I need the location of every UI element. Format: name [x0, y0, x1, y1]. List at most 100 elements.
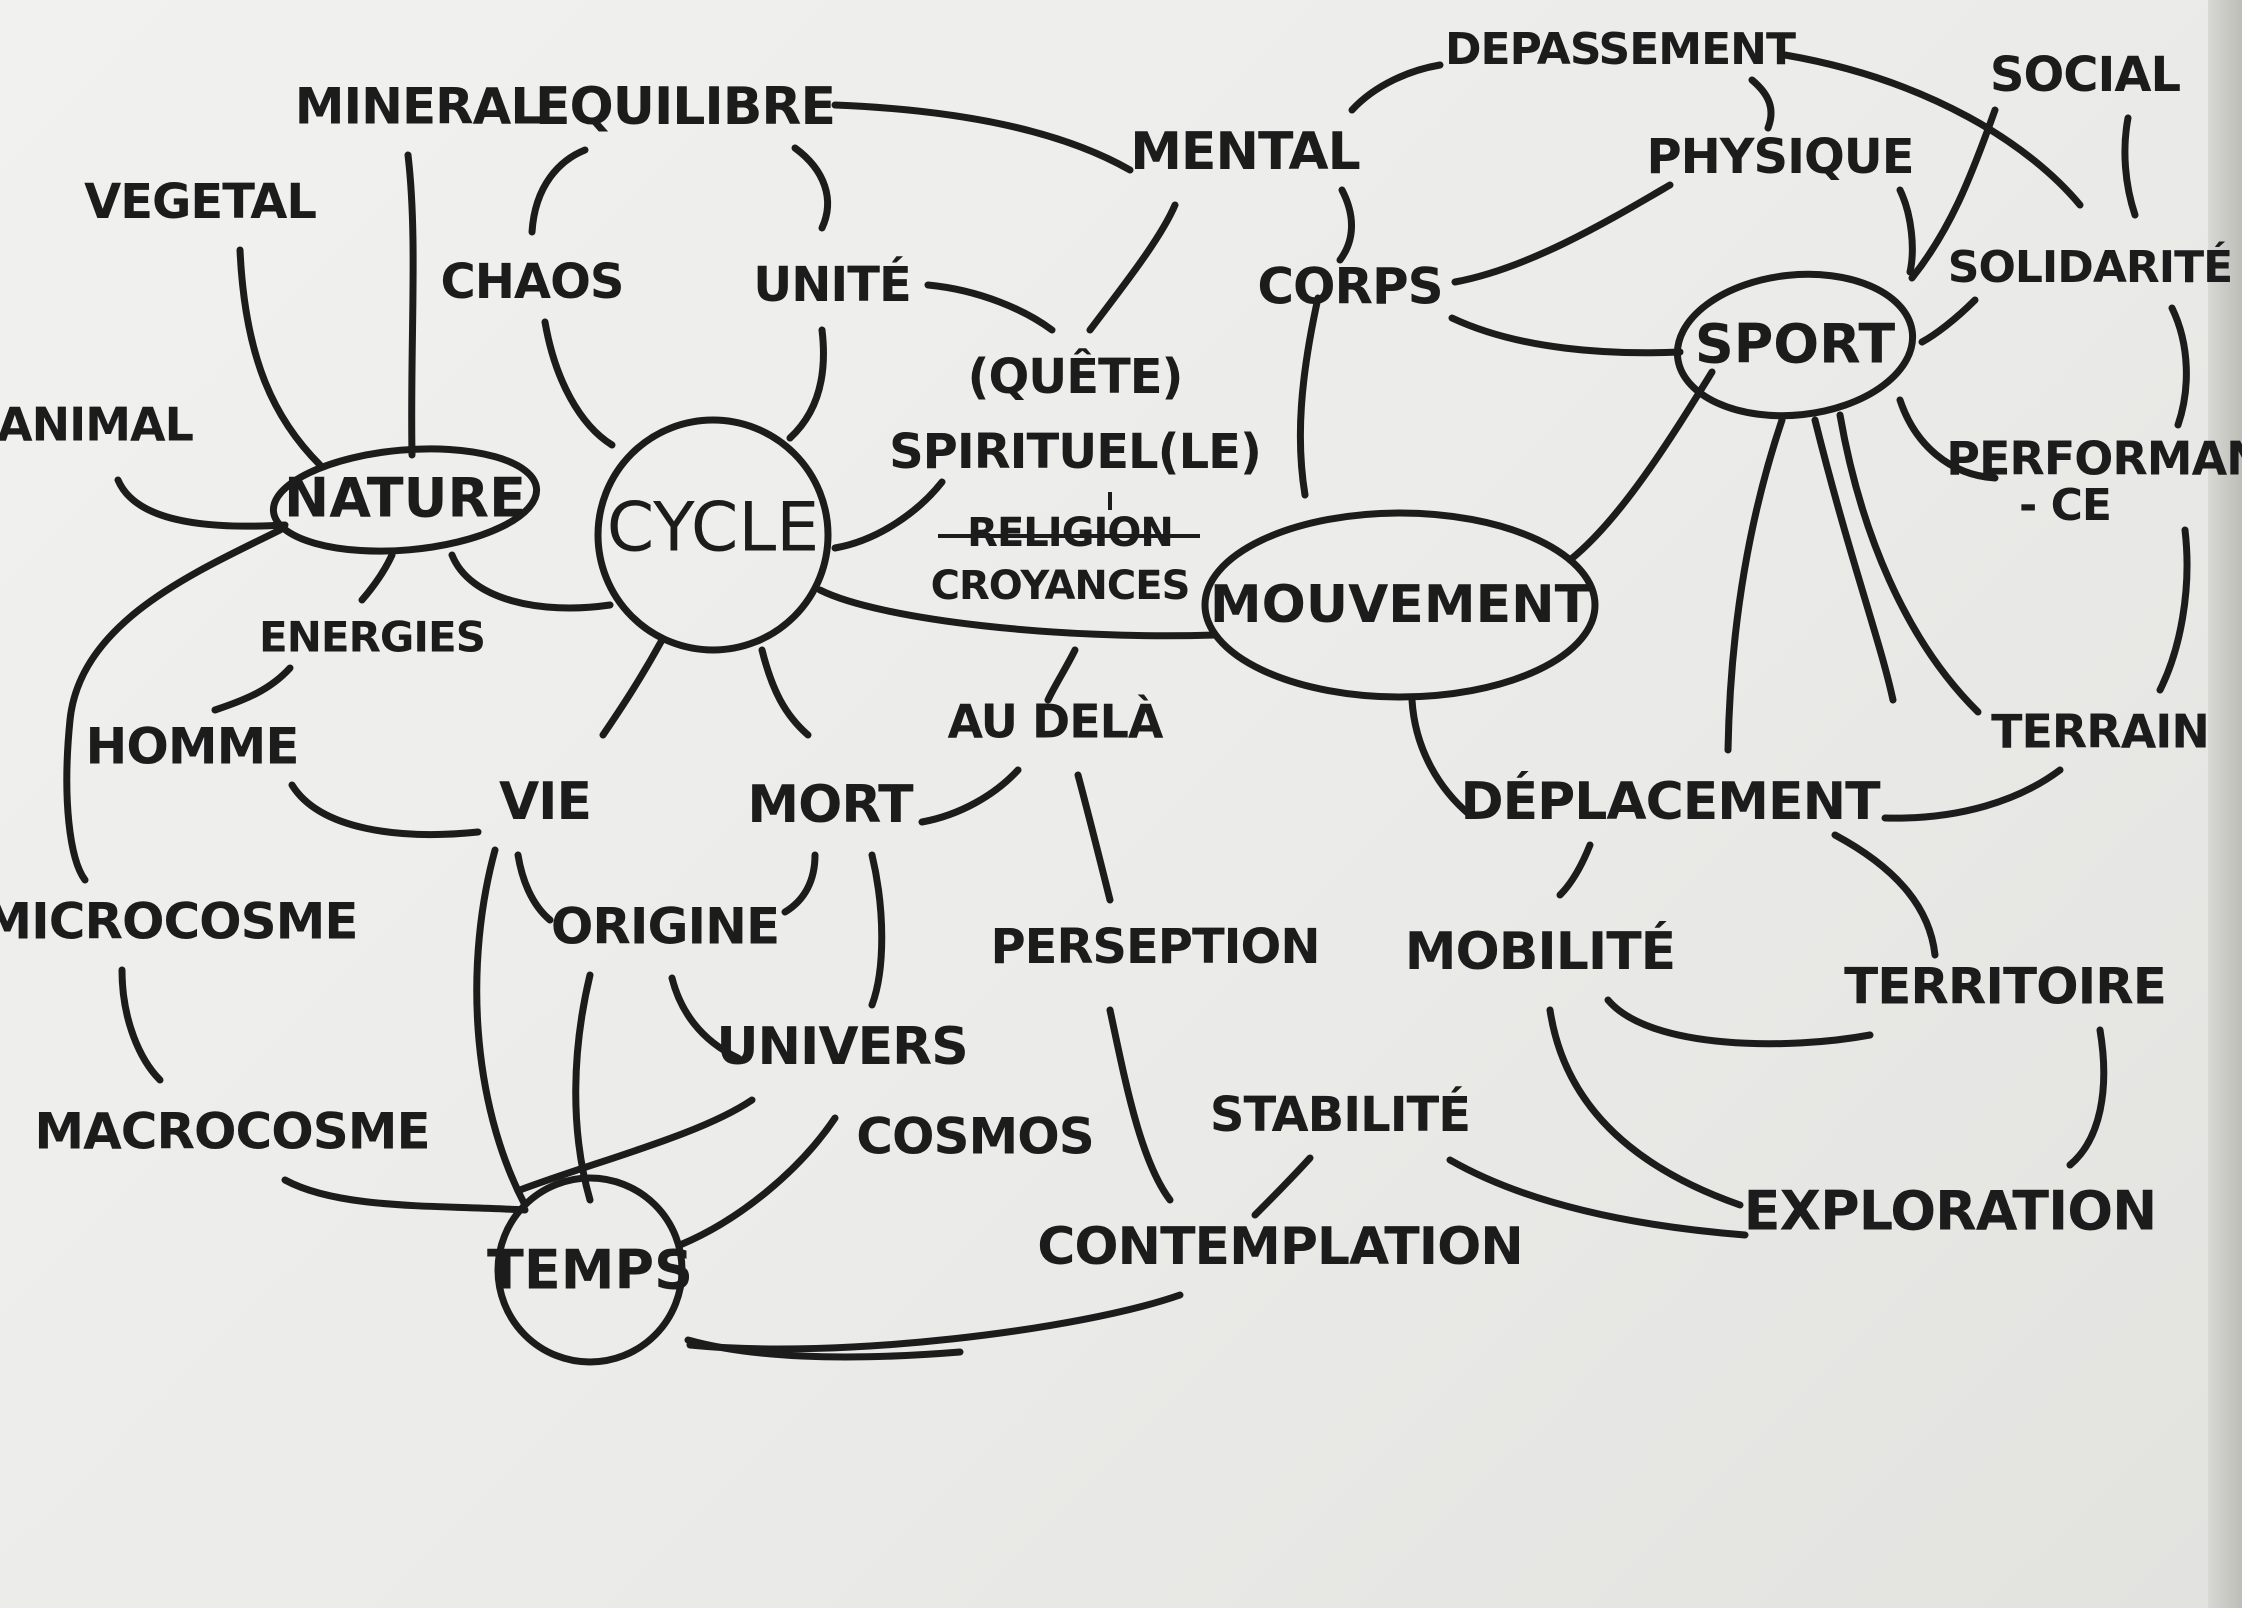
- edge-cycle-spirituel: [831, 478, 946, 552]
- edge-mort-audela: [918, 766, 1022, 826]
- node-performance-line1: PERFORMAN: [1946, 432, 2242, 486]
- hub-sport: SPORT: [1695, 313, 1896, 376]
- node-au-dela: AU DELÀ: [947, 695, 1163, 749]
- edge-sport-mouvement: [1566, 368, 1716, 564]
- edge-audela-perseption: [1074, 771, 1114, 904]
- node-vie: VIE: [499, 772, 591, 832]
- edge-corps-physique: [1451, 181, 1674, 286]
- edge-depassement-solidarite: [1781, 51, 2084, 209]
- hub-nature-ellipse: [269, 445, 541, 555]
- edge-energies-homme: [211, 664, 294, 714]
- edge-depassement-physique: [1748, 76, 1775, 132]
- node-mineral: MINERAL: [295, 78, 542, 136]
- node-macrocosme: MACROCOSME: [34, 1103, 429, 1161]
- hub-sport-ellipse: [1673, 270, 1917, 420]
- edge-equilibre-mental: [831, 101, 1134, 174]
- edge-vie-temps: [473, 846, 529, 1209]
- edge-quete-mental: [1086, 201, 1179, 334]
- edge-territoire-exploration: [2066, 1026, 2108, 1169]
- edge-vie-origine: [514, 851, 554, 924]
- node-homme: HOMME: [85, 718, 298, 776]
- node-mental: MENTAL: [1130, 122, 1360, 182]
- edge-nature-cycle: [448, 551, 614, 612]
- hub-temps: TEMPS: [487, 1239, 693, 1302]
- edge-social-solidarite: [2121, 114, 2139, 219]
- edge-nature-vegetal: [236, 246, 324, 469]
- node-terrain: TERRAIN: [1991, 705, 2209, 759]
- node-microcosme: MICROCOSME: [0, 893, 358, 951]
- edge-macrocosme-temps: [281, 1176, 529, 1214]
- node-univers: UNIVERS: [716, 1017, 967, 1077]
- connections: [63, 51, 2191, 1361]
- edge-unite-quete: [924, 281, 1056, 334]
- edge-sport-deplacement: [1724, 416, 1786, 754]
- edge-cycle-mouvement: [816, 586, 1219, 640]
- edge-homme-vie: [288, 781, 482, 839]
- edge-mental-corps: [1336, 186, 1355, 264]
- node-deplacement: DÉPLACEMENT: [1460, 771, 1881, 832]
- edge-stabilite-contemplation: [1251, 1154, 1314, 1219]
- edge-cycle-unite: [786, 326, 827, 442]
- edge-stabilite-exploration: [1446, 1156, 1749, 1239]
- edge-perseption-contemplation: [1106, 1006, 1174, 1204]
- edge-cycle-mort: [758, 646, 812, 739]
- node-performance-line2: - CE: [2019, 480, 2111, 531]
- edge-chaos-equilibre: [528, 146, 589, 236]
- edge-nature-microcosme: [63, 526, 284, 884]
- edge-origine-univers: [668, 974, 742, 1062]
- edge-unite-equilibre: [791, 144, 832, 232]
- node-chaos: CHAOS: [441, 254, 624, 310]
- edge-mental-depassement: [1348, 61, 1444, 114]
- node-territoire: TERRITOIRE: [1844, 958, 2166, 1016]
- edge-deplacement-mobilite: [1556, 841, 1594, 899]
- node-equilibre: EQUILIBRE: [535, 77, 835, 137]
- edge-nature-animal: [114, 476, 289, 530]
- edge-origine-temps: [572, 971, 594, 1204]
- node-unite: UNITÉ: [753, 256, 911, 313]
- node-quete: (QUÊTE): [968, 348, 1183, 405]
- edge-solidarite-performance: [2168, 304, 2190, 429]
- edge-nature-energies: [358, 551, 396, 604]
- edge-univers-temps: [516, 1096, 756, 1194]
- node-depassement: DEPASSEMENT: [1445, 24, 1796, 75]
- edge-microcosme-macrocosme: [118, 966, 164, 1084]
- node-solidarite: SOLIDARITÉ: [1948, 240, 2232, 293]
- node-origine: ORIGINE: [551, 898, 779, 956]
- node-mort: MORT: [747, 775, 914, 835]
- edge-mort-origine: [781, 851, 819, 916]
- edge-temps-bottom: [684, 1336, 964, 1361]
- hub-mouvement: MOUVEMENT: [1210, 575, 1591, 635]
- node-animal: ANIMAL: [0, 398, 194, 452]
- edge-mouvement-deplacement: [1408, 696, 1474, 819]
- hub-cycle-circle: [594, 416, 832, 654]
- node-contemplation: CONTEMPLATION: [1037, 1217, 1523, 1277]
- node-mobilite: MOBILITÉ: [1405, 921, 1675, 982]
- edge-nature-mineral: [404, 151, 417, 459]
- edge-cycle-vie: [599, 636, 666, 739]
- paper-edge: [2208, 0, 2242, 1608]
- edge-cosmos-temps: [676, 1114, 839, 1249]
- edge-sport-territoire-line: [1811, 416, 1897, 704]
- edge-sport-terrain: [1836, 411, 1982, 716]
- hub-mouvement-ellipse: [1201, 509, 1599, 701]
- edge-physique-sport: [1896, 186, 1916, 276]
- edge-social-sport: [1908, 106, 1999, 282]
- hub-nature: NATURE: [284, 467, 526, 530]
- node-croyances: CROYANCES: [931, 563, 1190, 609]
- edge-solidarite-sport: [1918, 296, 1979, 346]
- hub-nodes: NATURE CYCLE MOUVEMENT SPORT TEMPS: [269, 270, 1917, 1366]
- edge-deplacement-territoire: [1831, 831, 1939, 959]
- node-physique: PHYSIQUE: [1646, 129, 1913, 185]
- node-corps: CORPS: [1257, 258, 1442, 316]
- node-religion: RELIGION: [967, 510, 1173, 556]
- node-social: SOCIAL: [1990, 47, 2181, 103]
- node-cosmos: COSMOS: [856, 1108, 1093, 1166]
- edge-performance-terrain: [2156, 526, 2191, 694]
- node-exploration: EXPLORATION: [1744, 1180, 2157, 1243]
- node-stabilite: STABILITÉ: [1210, 1086, 1470, 1143]
- edge-corps-mouvement: [1296, 294, 1322, 499]
- edge-cycle-chaos: [541, 318, 616, 449]
- hub-cycle: CYCLE: [607, 489, 819, 568]
